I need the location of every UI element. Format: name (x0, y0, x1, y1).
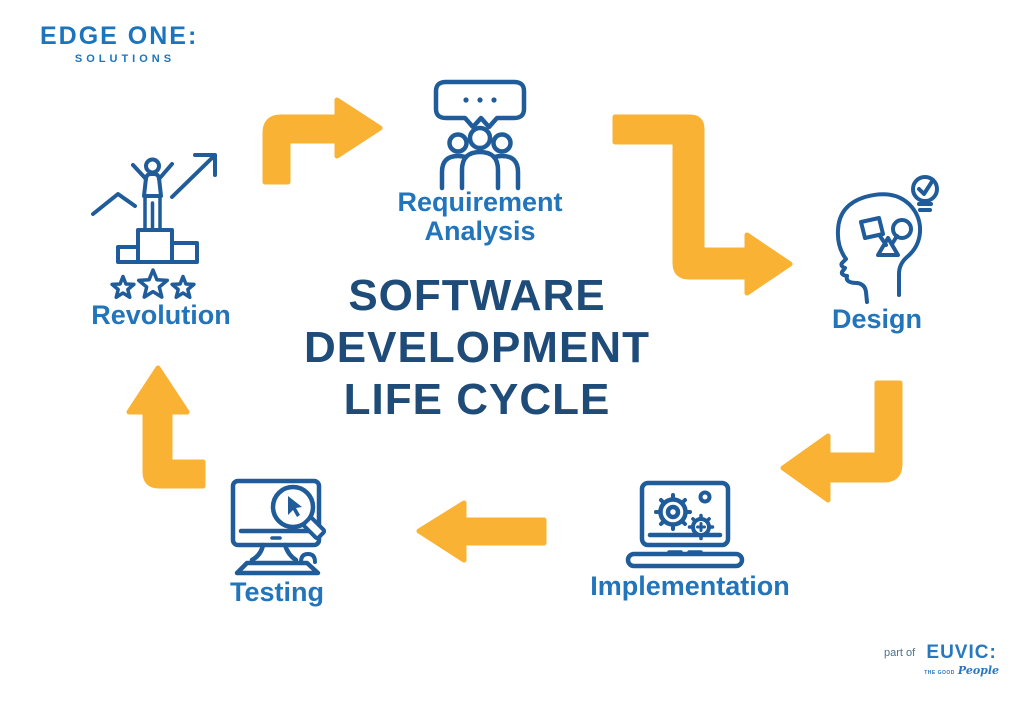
arrow-revolution-to-requirement-icon (262, 97, 383, 185)
arrow-requirement-to-design-icon (612, 114, 793, 296)
testing-label: Testing (230, 577, 324, 607)
requirement-label-line1: Requirement (397, 187, 563, 217)
title-line-3: LIFE CYCLE (343, 375, 611, 424)
head-idea-bulb-icon (835, 175, 939, 304)
arrow-implementation-to-testing-icon (416, 500, 547, 563)
logo-line1: EDGE ONE: (40, 22, 199, 50)
part-of-text: part of (884, 647, 916, 659)
implementation-label: Implementation (590, 571, 790, 601)
arrow-testing-to-revolution-icon (126, 365, 206, 489)
stage-label-design: Design (832, 305, 922, 334)
stage-label-revolution: Revolution (91, 301, 231, 330)
requirement-label-line2: Analysis (424, 216, 536, 246)
speech-bubble-people-icon (433, 79, 527, 191)
title-line-2: DEVELOPMENT (304, 323, 650, 372)
stage-label-implementation: Implementation (590, 572, 790, 601)
tagline-script: People (957, 664, 1000, 677)
monitor-magnifier-icon (230, 478, 327, 576)
page-title: SOFTWARE DEVELOPMENT LIFE CYCLE (247, 270, 707, 426)
euvic-wordmark: EUVIC: (926, 642, 997, 663)
design-label: Design (831, 304, 923, 334)
title-line-1: SOFTWARE (348, 271, 606, 320)
stage-label-testing: Testing (230, 578, 324, 607)
laptop-gears-icon (625, 480, 745, 569)
logo-line2: SOLUTIONS (74, 53, 176, 65)
tagline-prefix: THE GOOD (924, 670, 955, 676)
podium-winner-icon (91, 153, 217, 300)
revolution-label: Revolution (91, 300, 231, 330)
euvic-tagline: THE GOOD People (924, 664, 999, 677)
euvic-logo: EUVIC: THE GOOD People (924, 642, 999, 677)
arrow-design-to-implementation-icon (780, 380, 903, 503)
edge-one-logo: EDGE ONE: SOLUTIONS (40, 22, 210, 65)
stage-label-requirement-analysis: Requirement Analysis (397, 188, 562, 246)
partner-footer: part of EUVIC: THE GOOD People (884, 642, 999, 677)
